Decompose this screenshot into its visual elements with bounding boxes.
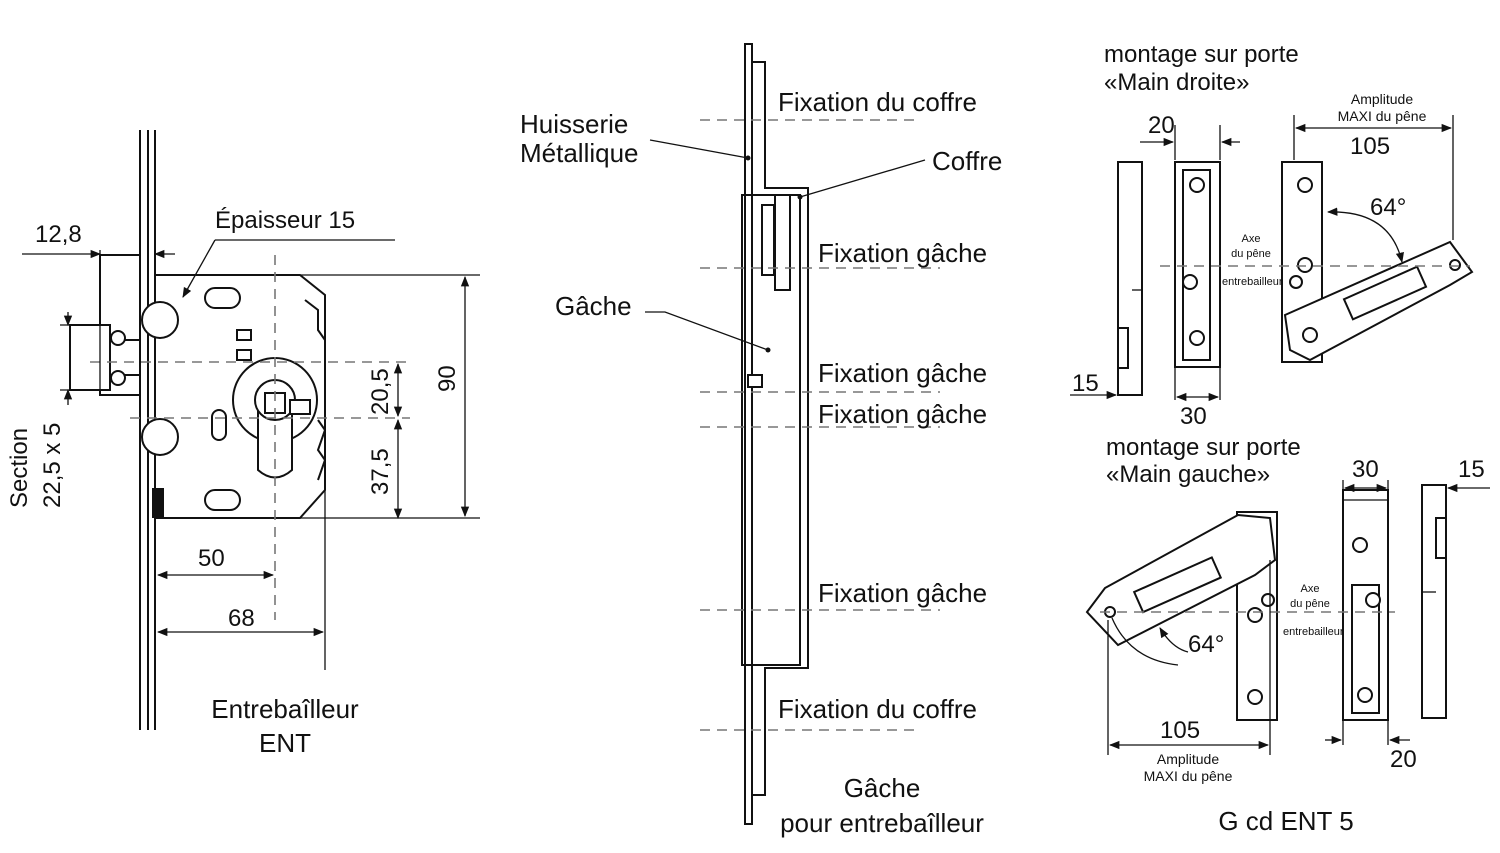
fixation-gache-1: Fixation gâche	[818, 238, 987, 268]
huisserie-label-line2: Métallique	[520, 138, 639, 168]
left-axe-line2: du pêne	[1290, 598, 1330, 610]
gache-label: Gâche	[555, 291, 632, 321]
lock-caption-line2: ENT	[259, 728, 311, 758]
dim-thickness: 12,8	[35, 221, 82, 248]
left-title-line2: «Main gauche»	[1106, 461, 1270, 488]
fixation-coffre-bottom: Fixation du coffre	[778, 694, 977, 724]
left-amplitude-line2: MAXI du pêne	[1144, 768, 1233, 784]
fixation-coffre-top: Fixation du coffre	[778, 87, 977, 117]
strike-view: Huisserie Métallique Coffre Gâche Fixati…	[520, 43, 1002, 838]
right-entrebailleur: entrebailleur	[1222, 276, 1283, 288]
right-amplitude-line2: MAXI du pêne	[1338, 108, 1427, 124]
right-axe-line2: du pêne	[1231, 248, 1271, 260]
left-dim-30: 30	[1352, 456, 1379, 483]
lock-body-view: 12,8 Épaisseur 15 Section 22,5 x 5 20,5 …	[6, 130, 480, 758]
dim-section-line2: 22,5 x 5	[39, 423, 66, 508]
left-axe-line1: Axe	[1301, 583, 1320, 595]
right-dim-30: 30	[1180, 403, 1207, 430]
dim-37-5: 37,5	[367, 448, 394, 495]
left-amplitude-line1: Amplitude	[1157, 751, 1219, 767]
right-angle: 64°	[1370, 194, 1406, 221]
right-amplitude-line1: Amplitude	[1351, 91, 1413, 107]
right-title-line1: montage sur porte	[1104, 41, 1299, 68]
left-hand-mount-view: montage sur porte «Main gauche» 30 15 Ax…	[1085, 434, 1490, 784]
huisserie-label-line1: Huisserie	[520, 109, 628, 139]
right-title-line2: «Main droite»	[1104, 69, 1249, 96]
left-dim-15: 15	[1458, 456, 1485, 483]
left-dim-105: 105	[1160, 717, 1200, 744]
coffre-label: Coffre	[932, 146, 1002, 176]
strike-caption-line2: pour entrebaîlleur	[780, 808, 984, 838]
dim-90: 90	[434, 365, 461, 392]
fixation-gache-3: Fixation gâche	[818, 399, 987, 429]
strike-caption-line1: Gâche	[844, 773, 921, 803]
reference-code: G cd ENT 5	[1218, 806, 1353, 836]
right-dim-105: 105	[1350, 133, 1390, 160]
right-hand-mount-view: montage sur porte «Main droite» 20 Ampli…	[1070, 41, 1474, 430]
dim-20-5: 20,5	[367, 368, 394, 415]
dim-68: 68	[228, 605, 255, 632]
right-dim-15: 15	[1072, 370, 1099, 397]
left-dim-20: 20	[1390, 746, 1417, 773]
dim-section-line1: Section	[6, 428, 33, 508]
left-title-line1: montage sur porte	[1106, 434, 1301, 461]
dim-epaisseur: Épaisseur 15	[215, 207, 355, 234]
right-dim-20: 20	[1148, 112, 1175, 139]
left-angle: 64°	[1188, 631, 1224, 658]
fixation-gache-2: Fixation gâche	[818, 358, 987, 388]
dim-50: 50	[198, 545, 225, 572]
fixation-gache-4: Fixation gâche	[818, 578, 987, 608]
left-entrebailleur: entrebailleur	[1283, 626, 1344, 638]
lock-caption-line1: Entrebaîlleur	[211, 694, 359, 724]
right-axe-line1: Axe	[1242, 233, 1261, 245]
